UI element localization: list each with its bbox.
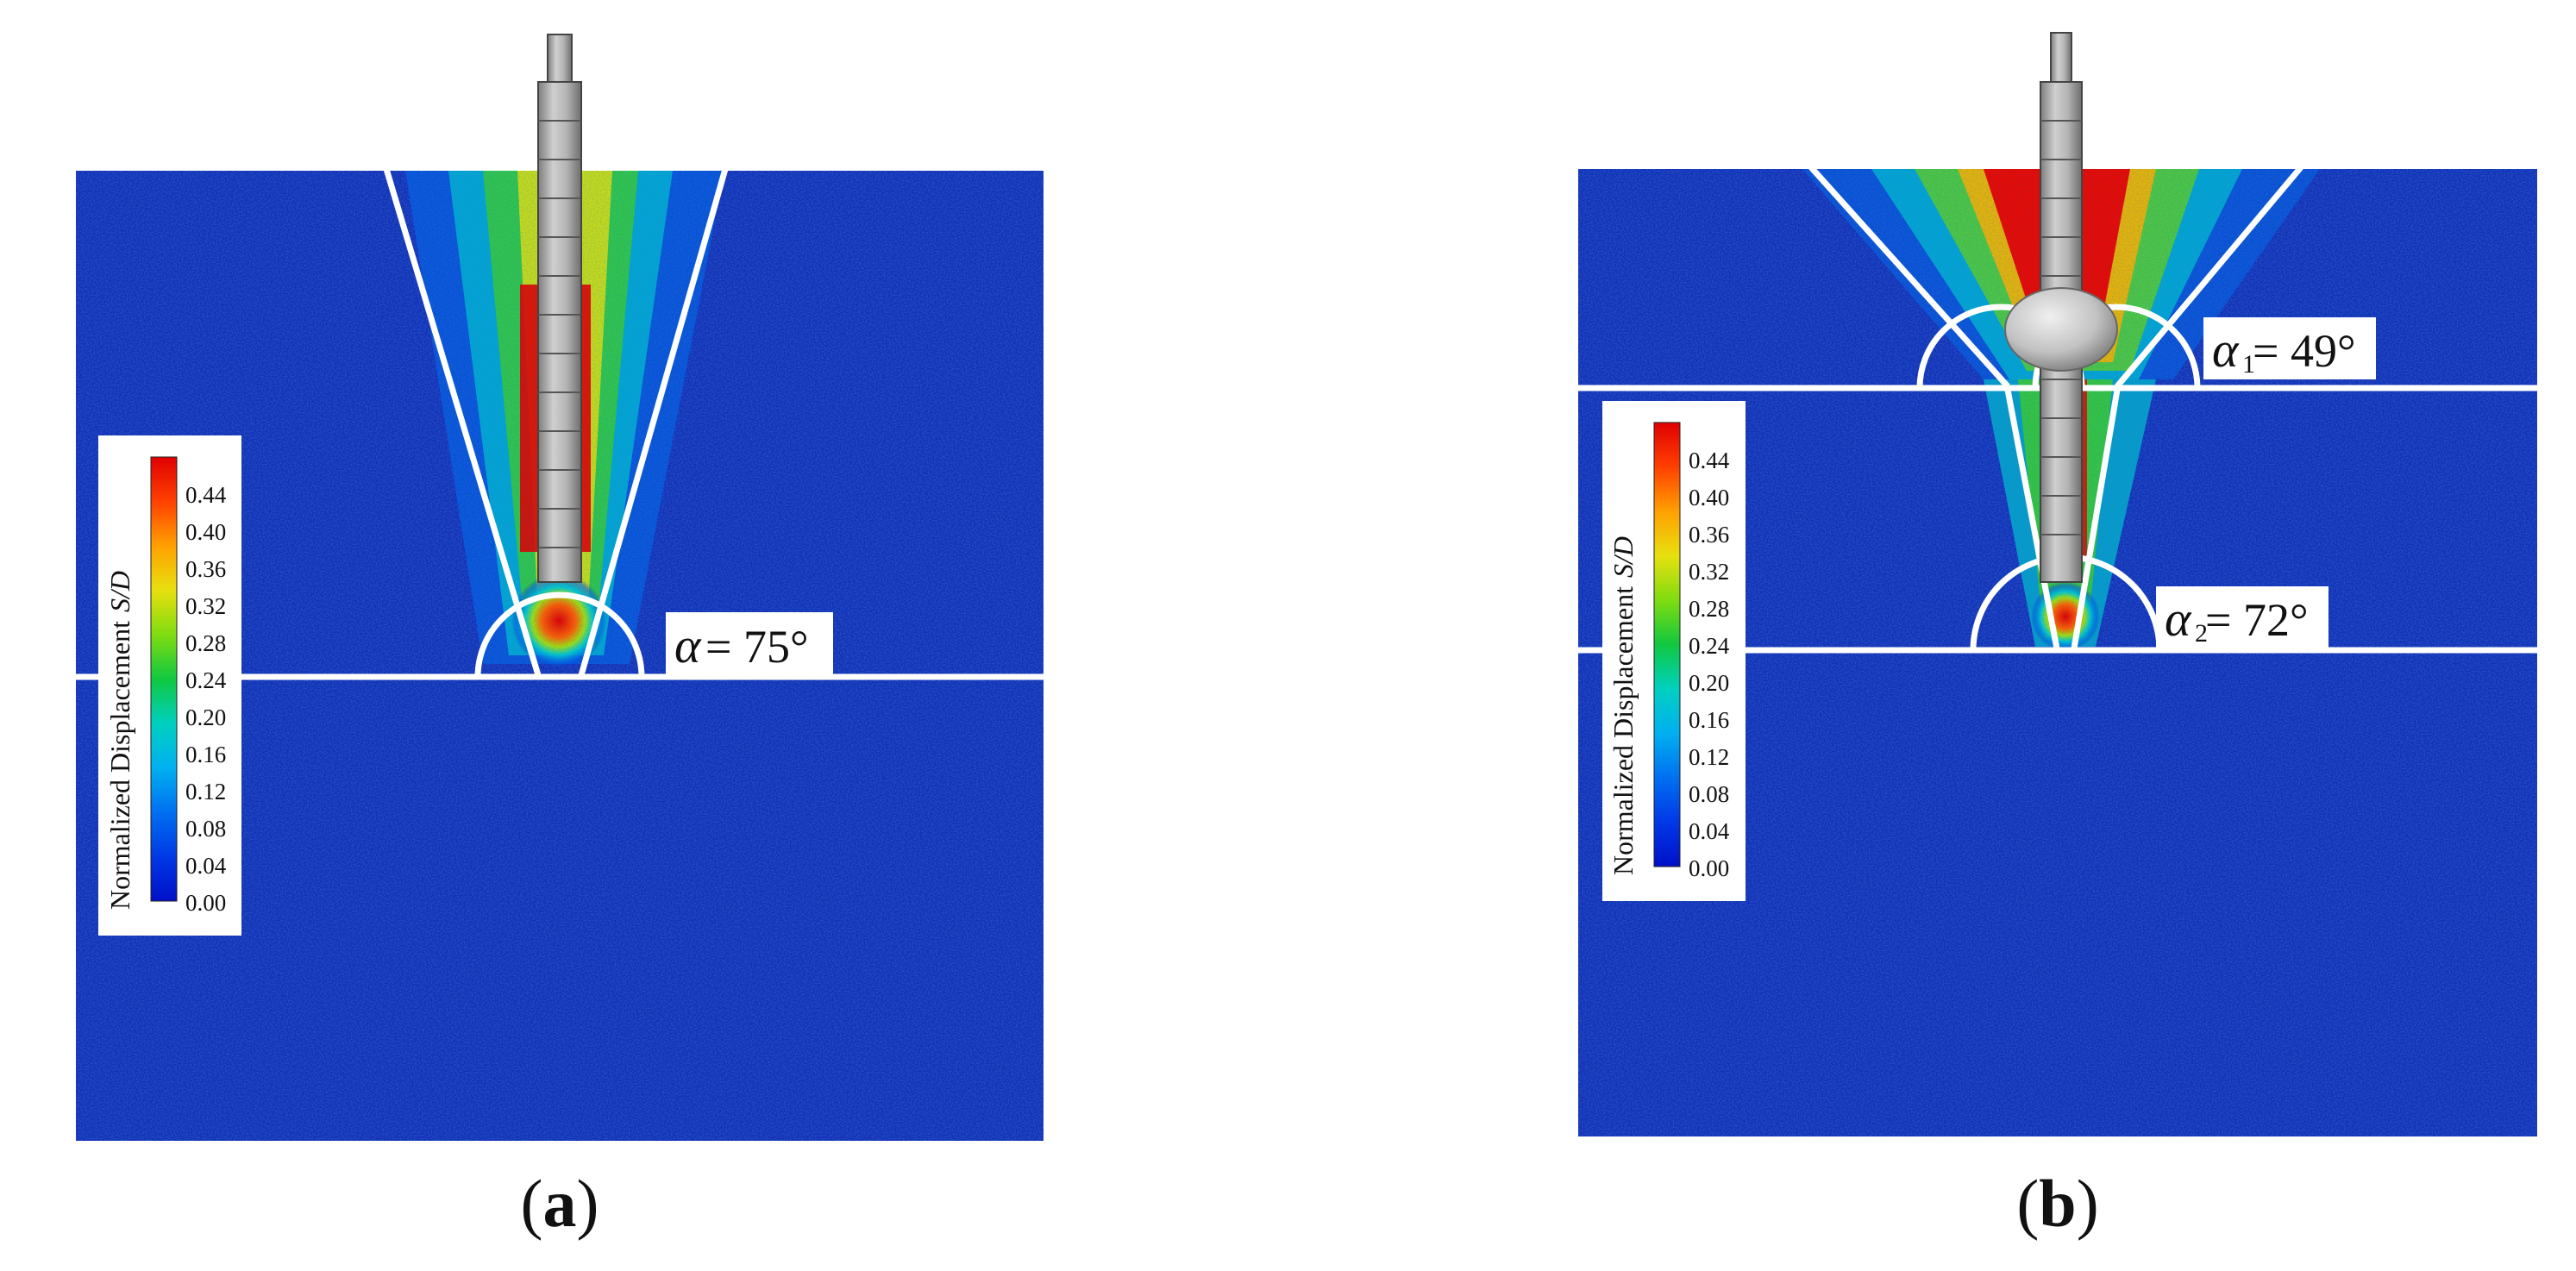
legend-tick: 0.24 <box>185 667 227 693</box>
legend-tick: 0.40 <box>185 519 226 545</box>
legend-tick: 0.36 <box>185 556 226 582</box>
legend-tick: 0.12 <box>1689 744 1729 770</box>
legend-tick: 0.00 <box>1689 855 1729 881</box>
panel-caption-a: (a) <box>521 1166 599 1241</box>
color-legend-a: Normalized DisplacementS/D 0.44 0.40 0.3… <box>98 435 241 936</box>
svg-text:1: 1 <box>2242 350 2255 379</box>
angle-label-b1: α 1 = 49° <box>2203 317 2376 379</box>
svg-text:α: α <box>2212 322 2240 378</box>
legend-tick: 0.00 <box>185 890 226 916</box>
legend-tick: 0.32 <box>1689 559 1729 585</box>
legend-tick: 0.20 <box>1689 670 1729 696</box>
angle-value: = 75° <box>705 621 809 673</box>
panel-b: α 1 = 49° α 2 = 72° Normalized Displacem… <box>1578 32 2537 1241</box>
legend-tick: 0.16 <box>1689 707 1729 733</box>
angle-symbol: α <box>674 617 702 673</box>
svg-text:= 72°: = 72° <box>2205 594 2309 646</box>
svg-text:α: α <box>2165 591 2192 647</box>
legend-tick: 0.04 <box>185 853 227 879</box>
legend-tick: 0.28 <box>185 630 226 656</box>
legend-tick: 0.36 <box>1689 522 1729 548</box>
angle-label-b2: α 2 = 72° <box>2156 586 2328 648</box>
legend-tick: 0.44 <box>185 482 227 508</box>
pile-b <box>2004 32 2118 583</box>
legend-title: Normalized DisplacementS/D <box>104 571 135 910</box>
pile-bulb <box>2004 287 2118 372</box>
panel-a: α = 75° Normalized DisplacementS/D 0.44 … <box>76 34 1044 1241</box>
legend-tick: 0.12 <box>185 779 226 805</box>
legend-tick: 0.08 <box>185 816 226 842</box>
legend-tick: 0.16 <box>185 742 226 767</box>
pile-a <box>537 34 582 583</box>
legend-tick: 0.28 <box>1689 596 1729 622</box>
svg-text:= 49°: = 49° <box>2253 325 2356 377</box>
failure-lines-a <box>76 167 1044 680</box>
legend-tick: 0.32 <box>185 593 226 619</box>
legend-tick: 0.08 <box>1689 781 1729 807</box>
legend-tick: 0.44 <box>1689 448 1730 473</box>
legend-tick: 0.24 <box>1689 633 1730 659</box>
legend-tick: 0.04 <box>1689 818 1730 844</box>
legend-tick: 0.40 <box>1689 485 1729 510</box>
angle-label-a: α = 75° <box>666 612 833 674</box>
legend-title: Normalized DisplacementS/D <box>1608 536 1639 875</box>
svg-text:2: 2 <box>2195 619 2208 648</box>
legend-tick: 0.20 <box>185 704 226 730</box>
color-legend-b: Normalized DisplacementS/D 0.44 0.40 0.3… <box>1602 401 1746 901</box>
panel-caption-b: (b) <box>2016 1166 2098 1241</box>
